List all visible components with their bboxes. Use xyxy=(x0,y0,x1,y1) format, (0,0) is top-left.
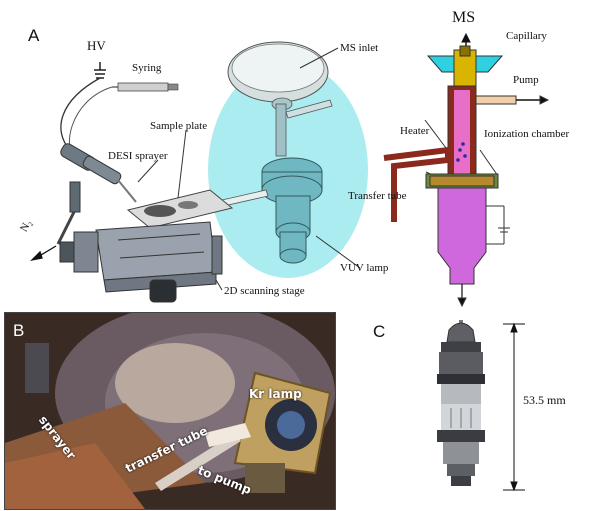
desi-sprayer-label: DESI sprayer xyxy=(108,150,168,162)
ionization-chamber xyxy=(447,85,477,177)
dimension-line xyxy=(503,322,525,492)
panel-c-drawing xyxy=(437,320,525,492)
dimension-label: 53.5 mm xyxy=(523,393,566,407)
sample-plate-label: Sample plate xyxy=(150,120,208,132)
kr-lamp-bulb xyxy=(437,320,485,486)
vuv-lamp-schematic xyxy=(425,173,510,308)
scanning-stage xyxy=(59,221,223,303)
panel-b-photo: sprayer transfer tube Kr lamp to pump B xyxy=(4,312,336,510)
hv-symbol xyxy=(94,62,106,79)
heater-label: Heater xyxy=(400,125,430,137)
panel-c-letter: C xyxy=(373,322,386,341)
desi-sprayer xyxy=(56,143,137,245)
inlet-cap xyxy=(426,45,504,87)
panel-c-lamp: C xyxy=(345,312,599,508)
sample-plate xyxy=(126,189,234,229)
panel-b-letter: B xyxy=(13,321,25,340)
ms-inlet-label: MS inlet xyxy=(340,42,379,54)
pump-label: Pump xyxy=(513,74,539,86)
scanning-stage-label: 2D scanning stage xyxy=(224,285,305,297)
panel-b-scene xyxy=(5,313,335,509)
panel-a-letter: A xyxy=(28,26,40,45)
kr-lamp-photo-label: Kr lamp xyxy=(249,387,302,401)
panel-a-drawing xyxy=(30,32,550,308)
vuv-lamp-label: VUV lamp xyxy=(340,262,389,274)
transfer-tube-schematic xyxy=(383,146,451,222)
hv-label: HV xyxy=(87,38,106,53)
hv-cable xyxy=(60,77,101,151)
ionization-chamber-label: Ionization chamber xyxy=(484,128,570,140)
ms-inlet-dish xyxy=(227,41,333,157)
n2-arrow xyxy=(30,245,57,262)
syringe xyxy=(112,82,179,92)
pump-line xyxy=(475,95,550,105)
vuv-lamp-3d xyxy=(261,157,323,264)
ms-label: MS xyxy=(452,9,476,26)
transfer-tube-label: Transfer tube xyxy=(348,190,407,202)
capillary-label: Capillary xyxy=(506,30,547,42)
syring-label: Syring xyxy=(132,62,162,74)
